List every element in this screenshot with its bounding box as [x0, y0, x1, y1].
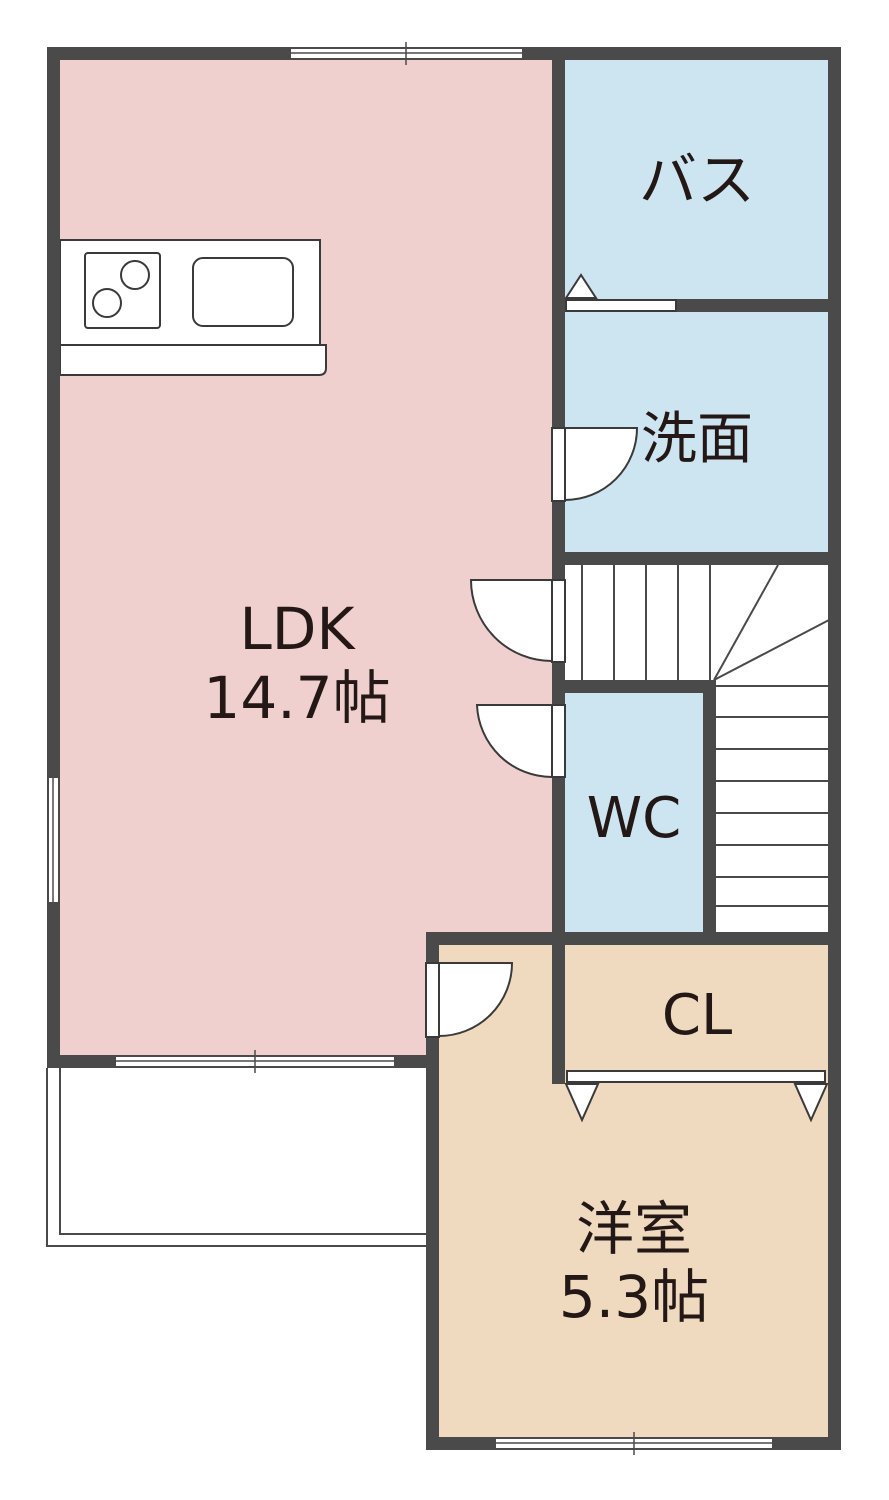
- door-washroom: [551, 427, 639, 502]
- sink-icon: [192, 257, 294, 327]
- washroom-label: 洗面: [641, 407, 753, 472]
- wc-label: WC: [587, 786, 681, 851]
- door-stair: [469, 579, 566, 663]
- door-bath: [564, 273, 677, 312]
- stove-icon: [84, 252, 161, 329]
- window-ldk-left: [47, 776, 60, 904]
- staircase: [558, 558, 836, 939]
- ldk-name-label: LDK: [239, 595, 356, 663]
- window-ldk-top: [289, 42, 524, 65]
- bath-label: バス: [639, 146, 755, 214]
- balcony: [46, 1068, 432, 1247]
- window-western-bottom: [494, 1432, 774, 1455]
- door-wc: [475, 704, 566, 779]
- window-ldk-bottom: [114, 1050, 396, 1073]
- western-room-floor-upper: [432, 1078, 835, 1444]
- ldk-size-label: 14.7帖: [203, 664, 390, 732]
- door-closet: [564, 1070, 829, 1123]
- bath-floor: [559, 54, 835, 307]
- closet-label: CL: [662, 983, 732, 1048]
- ldk-floor: [53, 54, 559, 1062]
- door-western: [425, 962, 514, 1038]
- wc-floor: [559, 686, 709, 938]
- western-room-name-label: 洋室: [576, 1195, 692, 1263]
- western-room-size-label: 5.3帖: [559, 1263, 709, 1331]
